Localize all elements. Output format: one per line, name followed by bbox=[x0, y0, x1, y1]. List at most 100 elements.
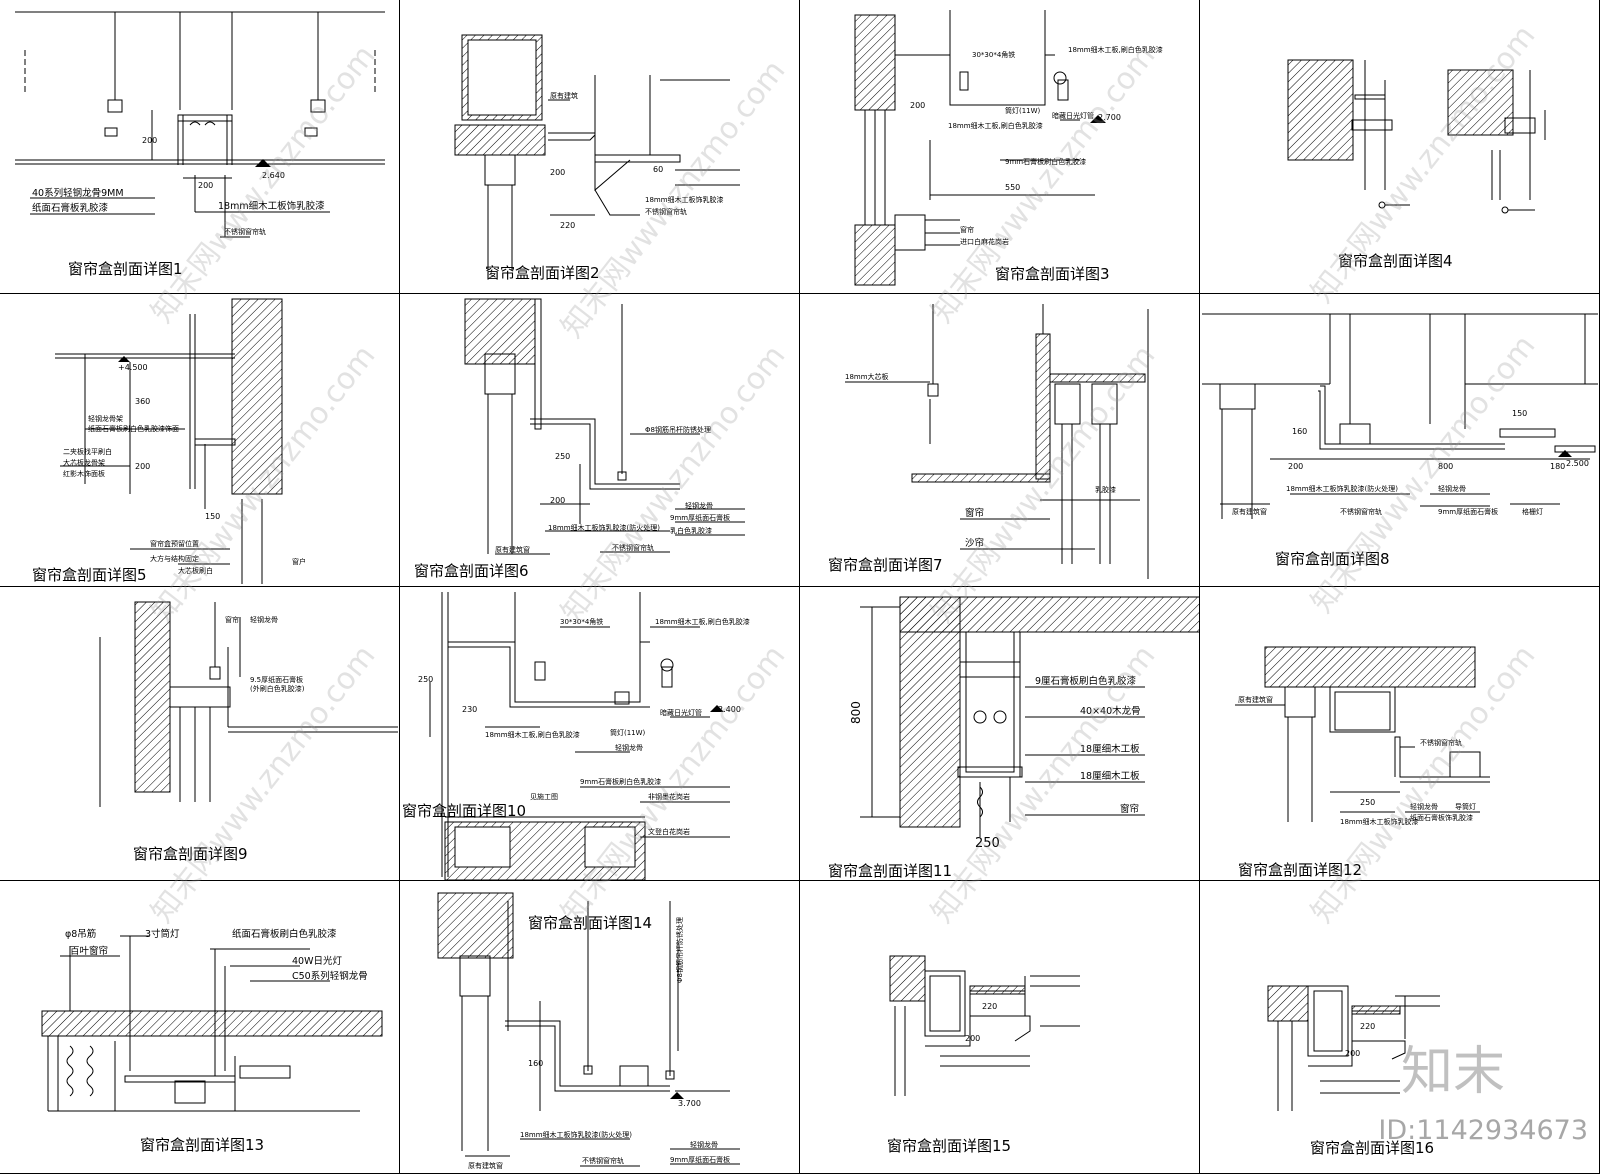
detail-cell-11: 800 250 9厘石膏板刷白色乳胶漆 40×40木龙骨 18厘细木工板 18厘… bbox=[800, 587, 1200, 881]
detail-8-note-2: 原有建筑窗 bbox=[1232, 507, 1267, 516]
detail-13-drawing: φ8吊筋 百叶窗帘 3寸筒灯 纸面石膏板刷白色乳胶漆 40W日光灯 C50系列轻… bbox=[41, 928, 383, 1111]
detail-9-note-1: 窗帘 bbox=[225, 615, 239, 624]
detail-3-note-5: 暗藏日光灯管 bbox=[1052, 111, 1094, 120]
detail-1-note-2: 纸面石膏板乳胶漆 bbox=[32, 202, 109, 214]
detail-5-note-3: 二夹板找平刷白 bbox=[63, 447, 112, 456]
detail-12-note-2: 不锈钢窗帘轨 bbox=[1420, 738, 1462, 747]
detail-7-caption: 窗帘盒剖面详图7 bbox=[828, 555, 943, 574]
detail-cell-5: +4.500 360 200 150 轻钢龙骨架 纸面石膏板刷白色乳胶漆饰面 二… bbox=[0, 293, 400, 587]
detail-5-height-2: 200 bbox=[135, 462, 150, 471]
detail-10-note-3: 18mm细木工板,刷白色乳胶漆 bbox=[485, 730, 580, 739]
detail-10-note-5: 暗藏日光灯管 bbox=[660, 708, 702, 717]
detail-13-note-2: 百叶窗帘 bbox=[70, 945, 108, 957]
detail-cell-12: 250 原有建筑窗 不锈钢窗帘轨 18mm细木工板饰乳胶漆 轻钢龙骨 纸面石膏板… bbox=[1200, 587, 1600, 881]
detail-5-caption: 窗帘盒剖面详图5 bbox=[32, 565, 147, 584]
detail-12-note-5: 纸面石膏板饰乳胶漆 bbox=[1410, 813, 1473, 822]
detail-6-caption: 窗帘盒剖面详图6 bbox=[414, 561, 529, 580]
detail-11-height: 800 bbox=[849, 701, 863, 724]
detail-7-drawing: 18mm大芯板 乳胶漆 窗帘 沙帘 bbox=[845, 303, 1149, 579]
detail-4-drawing bbox=[1287, 59, 1546, 214]
detail-3-elevation: 2.700 bbox=[1098, 113, 1121, 122]
detail-11-note-2: 40×40木龙骨 bbox=[1080, 705, 1141, 717]
detail-10-elevation: 2.400 bbox=[718, 705, 741, 714]
detail-2-height: 200 bbox=[550, 168, 565, 177]
detail-8-elevation: 2.500 bbox=[1566, 459, 1589, 468]
detail-15-caption: 窗帘盒剖面详图15 bbox=[887, 1136, 1012, 1155]
detail-9-note-2: 轻钢龙骨 bbox=[250, 615, 278, 624]
detail-9-note-4: (外刷白色乳胶漆) bbox=[250, 684, 305, 693]
detail-13-note-1: φ8吊筋 bbox=[65, 928, 96, 940]
detail-3-note-2: 18mm细木工板,刷白色乳胶漆 bbox=[1068, 45, 1163, 54]
detail-8-note-1: 18mm细木工板饰乳胶漆(防火处理) bbox=[1286, 484, 1398, 493]
detail-8-note-4: 轻钢龙骨 bbox=[1438, 484, 1466, 493]
detail-8-width-3: 150 bbox=[1512, 409, 1527, 418]
detail-5-note-9: 窗户 bbox=[292, 557, 306, 566]
detail-5-width: 150 bbox=[205, 512, 220, 521]
detail-7-note-3: 窗帘 bbox=[965, 507, 984, 519]
detail-5-note-4: 大芯板龙骨架 bbox=[63, 458, 105, 467]
detail-5-note-5: 红影木饰面板 bbox=[63, 469, 105, 478]
detail-13-note-3: 3寸筒灯 bbox=[145, 928, 180, 940]
detail-12-note-1: 原有建筑窗 bbox=[1238, 695, 1273, 704]
detail-8-width-2: 800 bbox=[1438, 462, 1453, 471]
detail-6-note-3: 9mm厚纸面石膏板 bbox=[670, 513, 730, 522]
detail-15-height: 200 bbox=[965, 1034, 980, 1043]
detail-1-elevation: 2.640 bbox=[262, 171, 285, 180]
detail-1-drawing: 2.640 200 200 40系列轻钢龙骨9MM 纸面石膏板乳胶漆 18mm细… bbox=[15, 11, 385, 238]
detail-10-height: 250 bbox=[418, 675, 433, 684]
detail-cell-3: 2.700 550 200 30*30*4角铁 18mm细木工板,刷白色乳胶漆 … bbox=[800, 0, 1200, 294]
detail-8-width-1: 200 bbox=[1288, 462, 1303, 471]
detail-14-drawing: 3.700 160 Φ8钢筋吊杆防锈处理 轻钢龙骨 9mm厚纸面石膏板 原有建筑… bbox=[437, 892, 740, 1170]
detail-3-note-4: 筒灯(11W) bbox=[1005, 106, 1041, 115]
detail-6-note-4: 乳白色乳胶漆 bbox=[670, 526, 712, 535]
detail-3-width: 550 bbox=[1005, 183, 1020, 192]
detail-10-note-8: 非钢墨花岗岩 bbox=[648, 792, 690, 801]
brand-logo-text: 知末 bbox=[1400, 1042, 1505, 1102]
detail-14-note-2: 轻钢龙骨 bbox=[690, 1140, 718, 1149]
detail-cell-9: 窗帘 轻钢龙骨 9.5厚纸面石膏板 (外刷白色乳胶漆) 窗帘盒剖面详图9 bbox=[0, 587, 400, 881]
detail-3-note-7: 窗帘 bbox=[960, 225, 974, 234]
detail-5-note-8: 大芯板刷白 bbox=[178, 566, 213, 575]
detail-13-caption: 窗帘盒剖面详图13 bbox=[140, 1135, 265, 1154]
detail-14-height: 160 bbox=[528, 1059, 543, 1068]
detail-12-note-3: 18mm细木工板饰乳胶漆 bbox=[1340, 817, 1419, 826]
detail-12-note-4: 轻钢龙骨 bbox=[1410, 802, 1438, 811]
detail-6-note-6: 18mm细木工板饰乳胶漆(防火处理) bbox=[548, 523, 660, 532]
detail-8-height: 160 bbox=[1292, 427, 1307, 436]
detail-cell-8: 2.500 160 200 800 150 180 18mm细木工板饰乳胶漆(防… bbox=[1200, 293, 1600, 587]
detail-1-caption: 窗帘盒剖面详图1 bbox=[68, 260, 183, 278]
detail-16-caption: 窗帘盒剖面详图16 bbox=[1310, 1138, 1435, 1157]
detail-14-elevation: 3.700 bbox=[678, 1099, 701, 1108]
detail-13-note-4: 纸面石膏板刷白色乳胶漆 bbox=[232, 928, 337, 940]
detail-8-width-4: 180 bbox=[1550, 462, 1565, 471]
detail-8-note-3: 不锈钢窗帘轨 bbox=[1340, 507, 1382, 516]
detail-3-note-6: 9mm石膏板刷白色乳胶漆 bbox=[1005, 157, 1086, 166]
detail-9-drawing: 窗帘 轻钢龙骨 9.5厚纸面石膏板 (外刷白色乳胶漆) bbox=[99, 601, 398, 807]
detail-3-note-3: 18mm细木工板,刷白色乳胶漆 bbox=[948, 121, 1043, 130]
detail-1-note-4: 不锈钢窗帘轨 bbox=[224, 227, 266, 236]
detail-2-note-2: 18mm细木工板饰乳胶漆 bbox=[645, 195, 724, 204]
detail-10-note-1: 30*30*4角铁 bbox=[560, 617, 603, 626]
detail-7-note-4: 沙帘 bbox=[965, 537, 984, 549]
detail-11-drawing: 800 250 9厘石膏板刷白色乳胶漆 40×40木龙骨 18厘细木工板 18厘… bbox=[849, 596, 1199, 851]
detail-3-drawing: 2.700 550 200 30*30*4角铁 18mm细木工板,刷白色乳胶漆 … bbox=[854, 10, 1163, 286]
detail-10-note-7: 9mm石膏板刷白色乳胶漆 bbox=[580, 777, 661, 786]
detail-6-note-5: 原有建筑窗 bbox=[495, 545, 530, 554]
detail-1-note-3: 18mm细木工板饰乳胶漆 bbox=[218, 200, 325, 212]
detail-14-note-5: 18mm细木工板饰乳胶漆(防火处理) bbox=[520, 1130, 632, 1139]
detail-cell-15: 220 200 窗帘盒剖面详图15 bbox=[800, 880, 1200, 1174]
detail-14-note-4: 原有建筑窗 bbox=[468, 1161, 503, 1170]
detail-12-width: 250 bbox=[1360, 798, 1375, 807]
detail-6-height: 250 bbox=[555, 452, 570, 461]
detail-5-elevation: +4.500 bbox=[118, 363, 148, 372]
detail-8-note-5: 9mm厚纸面石膏板 bbox=[1438, 507, 1498, 516]
detail-3-note-8: 进口白麻花岗岩 bbox=[960, 237, 1009, 246]
detail-9-note-3: 9.5厚纸面石膏板 bbox=[250, 675, 303, 684]
detail-5-note-2: 纸面石膏板刷白色乳胶漆饰面 bbox=[88, 424, 179, 433]
detail-cell-6: 200 250 Φ8钢筋吊杆防锈处理 轻钢龙骨 9mm厚纸面石膏板 乳白色乳胶漆… bbox=[400, 293, 800, 587]
detail-9-caption: 窗帘盒剖面详图9 bbox=[133, 845, 248, 863]
detail-11-note-4: 18厘细木工板 bbox=[1080, 770, 1140, 782]
detail-6-width: 200 bbox=[550, 496, 565, 505]
detail-13-note-6: C50系列轻钢龙骨 bbox=[292, 970, 368, 982]
